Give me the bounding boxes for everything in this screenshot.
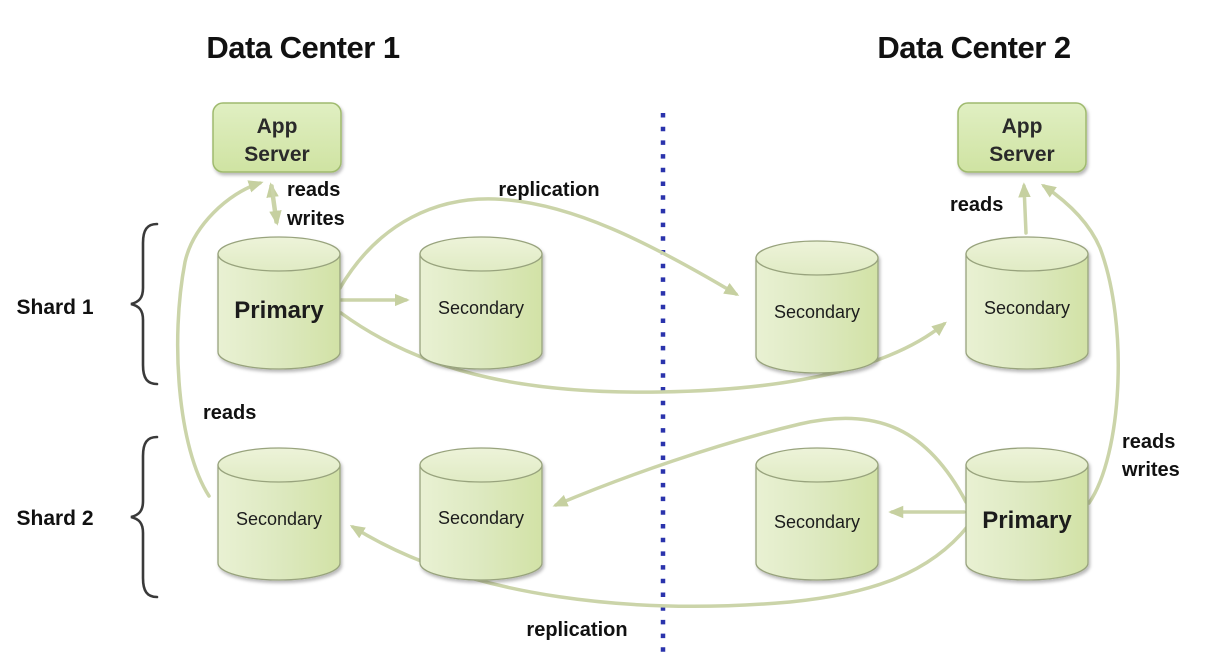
label-replication-top: replication [498, 179, 599, 201]
app-server-dc2: App Server [957, 102, 1087, 173]
arrow-primary1-to-dc2-secondary-replication-top [338, 197, 740, 296]
label-writes-right: writes [1121, 459, 1180, 481]
db-shard1-dc1-secondary: Secondary [419, 236, 543, 370]
db-label-secondary-s2-dc2: Secondary [774, 512, 860, 532]
label-reads-right: reads [1122, 431, 1175, 453]
db-label-secondary-s1-dc2-right: Secondary [984, 298, 1070, 318]
arrow-app1-to-primary1-writes [269, 184, 282, 226]
db-label-primary-dc2: Primary [982, 507, 1072, 534]
app-server-dc2-label-line2: Server [989, 143, 1054, 166]
label-writes-dc1: writes [286, 208, 345, 230]
title-data-center-2: Data Center 2 [877, 30, 1070, 65]
label-replication-bottom: replication [526, 619, 627, 641]
db-label-secondary-s2-dc1-right: Secondary [438, 508, 524, 528]
db-shard2-dc2-secondary: Secondary [755, 447, 879, 581]
db-shard2-dc2-primary: Primary [965, 447, 1089, 581]
shard1-brace [130, 222, 159, 386]
db-label-secondary-s1-dc2-left: Secondary [774, 302, 860, 322]
label-reads-dc1: reads [287, 179, 340, 201]
db-label-secondary-s2-dc1-left: Secondary [236, 509, 322, 529]
shard2-brace [130, 435, 159, 599]
label-reads-left: reads [203, 402, 256, 424]
db-shard2-dc1-secondary-left: Secondary [217, 447, 341, 581]
app-server-dc1-label-line1: App [257, 115, 298, 138]
arrow-primary2-to-dc1-secondary-right-shard2 [552, 416, 968, 507]
db-shard1-dc2-secondary-left: Secondary [755, 240, 879, 374]
app-server-dc1-label-line2: Server [244, 143, 309, 166]
db-shard2-dc1-secondary-right: Secondary [419, 447, 543, 581]
title-data-center-1: Data Center 1 [206, 30, 400, 65]
db-label-primary-dc1: Primary [234, 297, 324, 324]
arrow-shard2-secondary-to-app1-reads [175, 180, 264, 498]
arrow-primary2-to-app2-reads-writes [1040, 183, 1120, 505]
app-server-dc2-label-line1: App [1002, 115, 1043, 138]
label-shard-2: Shard 2 [16, 507, 93, 530]
label-reads-dc2: reads [950, 194, 1003, 216]
label-shard-1: Shard 1 [16, 296, 93, 319]
db-shard1-dc1-primary: Primary [217, 236, 341, 370]
arrow-dc2-secondary-to-app2-reads [1018, 182, 1031, 235]
db-shard1-dc2-secondary-right: Secondary [965, 236, 1089, 370]
db-label-secondary-s1-dc1: Secondary [438, 298, 524, 318]
app-server-dc1: App Server [212, 102, 342, 173]
